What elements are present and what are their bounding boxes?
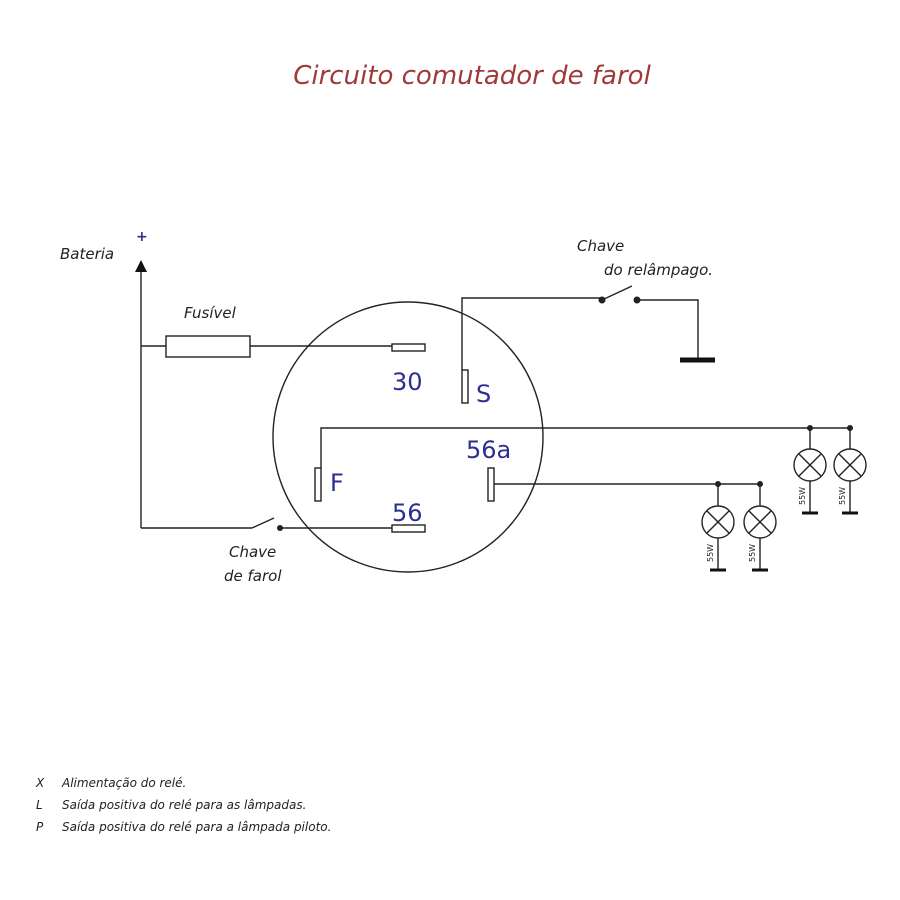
terminal-s-contact	[461, 369, 469, 404]
lamp-low-2-rating: 55W	[748, 544, 757, 562]
lamp-high-1-cross-b	[798, 453, 822, 477]
flash-switch-label-line1: Chave	[577, 237, 624, 255]
headlight-switch-lever[interactable]	[251, 517, 275, 529]
legend-key-x: X	[35, 776, 45, 790]
legend-text-p: Saída positiva do relé para a lâmpada pi…	[62, 820, 331, 834]
terminal-s-wire	[461, 297, 600, 370]
lamp-high-2-cross-b	[838, 453, 862, 477]
legend-key-p: P	[36, 820, 44, 834]
flash-switch-label-line2: do relâmpago.	[604, 261, 713, 279]
lamp-low-2: 55W	[743, 481, 777, 572]
fuse-label: Fusível	[184, 304, 237, 322]
terminal-56-label: 56	[392, 499, 423, 527]
battery-label: Bateria	[60, 245, 114, 263]
lamp-high-1-rating: 55W	[798, 487, 807, 505]
high-beam-wire	[320, 427, 850, 468]
headlight-switch-label-line2: de farol	[224, 567, 282, 585]
terminal-30-contact	[391, 343, 426, 352]
lamp-low-1-rating: 55W	[706, 544, 715, 562]
fuse-symbol	[165, 335, 251, 358]
lamp-low-1: 55W	[701, 481, 735, 572]
terminal-f-contact	[314, 467, 322, 502]
terminal-s-label: S	[476, 380, 491, 408]
legend-text-l: Saída positiva do relé para as lâmpadas.	[62, 798, 306, 812]
battery-plus-sign: +	[136, 229, 148, 245]
legend-key-l: L	[36, 798, 43, 812]
flash-switch-ground-wire	[637, 299, 699, 358]
battery-arrow-icon	[135, 260, 147, 272]
headlight-switch-label-line1: Chave	[229, 543, 276, 561]
lamp-low-1-cross-b	[706, 510, 730, 534]
legend-text-x: Alimentação do relé.	[61, 776, 186, 790]
terminal-56a-label: 56a	[466, 436, 511, 464]
flash-switch-lever[interactable]	[601, 285, 633, 301]
lamp-low-2-cross-b	[748, 510, 772, 534]
lamp-high-2: 55W	[833, 425, 867, 515]
terminal-56a-contact	[487, 467, 495, 502]
terminal-30-label: 30	[392, 368, 423, 396]
terminal-f-label: F	[330, 469, 344, 497]
legend: X Alimentação do relé. L Saída positiva …	[35, 776, 331, 834]
relay-body	[272, 301, 544, 573]
diagram-title: Circuito comutador de farol	[293, 61, 651, 91]
lamp-high-2-rating: 55W	[838, 487, 847, 505]
lamp-high-1: 55W	[793, 425, 827, 515]
